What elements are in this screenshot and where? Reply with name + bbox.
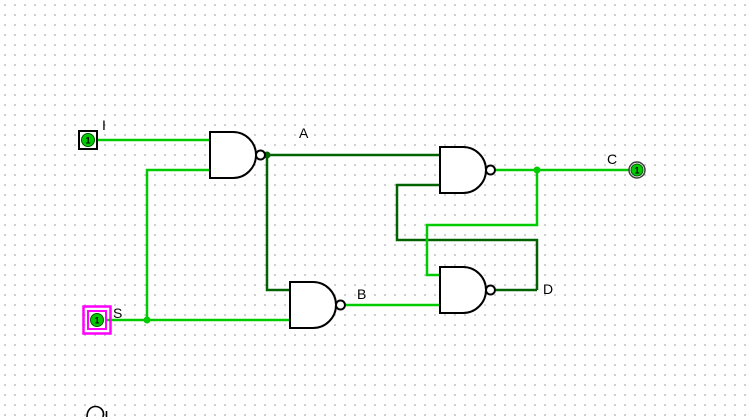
net-label-d: D [543, 281, 553, 297]
pin-state-dot [90, 313, 104, 327]
nand-body [289, 281, 337, 329]
pin-value: 1 [634, 166, 639, 176]
nand-gate-1[interactable] [209, 131, 266, 179]
junction-dot [143, 316, 151, 324]
selection-outer-rect [82, 305, 112, 335]
wire-net-d-feedback[interactable] [395, 183, 539, 290]
net-label-b: B [357, 286, 366, 302]
net-label-a: A [299, 125, 309, 141]
nand-body [209, 131, 257, 179]
wires-high-group [97, 138, 630, 322]
input-pin-s[interactable]: 1 [90, 313, 104, 327]
pin-state-dot [81, 133, 95, 147]
nand-bubble-icon [485, 284, 496, 296]
wire-net-c-feedback[interactable] [425, 170, 539, 277]
wires-low-group [265, 153, 539, 292]
junction-dot [533, 166, 541, 174]
nand-bubble-icon [335, 299, 346, 311]
pin-label-s: S [113, 305, 122, 321]
pin-state-dot [630, 163, 644, 177]
nand-gate-3[interactable] [439, 146, 496, 194]
nand-bubble-icon [255, 149, 266, 161]
nand-bubble-icon [485, 164, 496, 176]
offscreen-fragment [86, 405, 108, 417]
pin-label-c: C [607, 151, 617, 167]
nand-gates-group [209, 131, 496, 329]
nand-body [439, 146, 487, 194]
pin-label-i: I [102, 117, 106, 133]
pin-value: 1 [94, 316, 99, 326]
junction-dots-high [143, 166, 541, 324]
nand-gate-2[interactable] [289, 281, 346, 329]
input-pin-i[interactable]: 1 [78, 130, 98, 150]
wire-net-a-branch[interactable] [265, 155, 290, 292]
pin-value: 1 [85, 136, 90, 146]
nand-gate-4[interactable] [439, 266, 496, 314]
nand-body [439, 266, 487, 314]
output-pin-c[interactable]: 1 [628, 161, 646, 179]
wire-input-s-branch[interactable] [145, 168, 210, 320]
